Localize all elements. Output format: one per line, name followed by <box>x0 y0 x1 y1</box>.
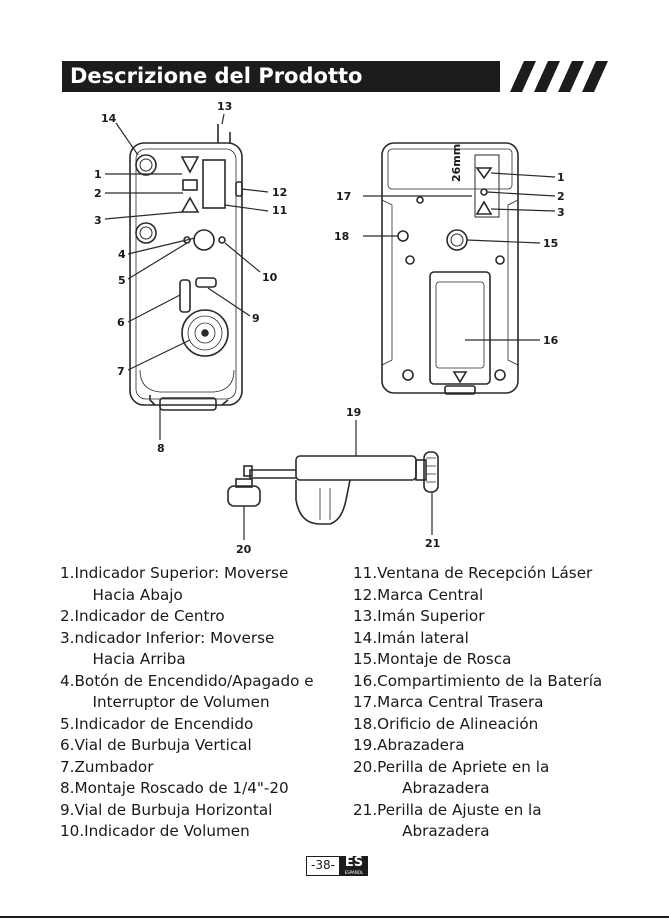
diagram-label-front-10: 10 <box>262 271 278 284</box>
diagram-label-front-2: 2 <box>94 187 102 200</box>
diagram-label-front-1: 1 <box>94 168 102 181</box>
diagram-labels: 1 2 3 4 5 6 7 8 9 10 11 12 13 14 1 2 3 1… <box>94 100 565 556</box>
diagram-label-front-9: 9 <box>252 312 260 325</box>
diagram-label-front-8: 8 <box>157 442 165 455</box>
back-measure-marking: 26mm <box>450 144 463 182</box>
diagram-label-back-1: 1 <box>557 171 565 184</box>
list-item: 10. Indicador de Volumen <box>60 822 250 840</box>
clamp-illustration <box>227 451 439 525</box>
list-item: 12. Marca Central <box>353 585 484 604</box>
diagram-label-back-17: 17 <box>336 190 351 203</box>
list-item: 2. Indicador de Centro <box>60 607 225 625</box>
diagram-label-front-6: 6 <box>117 316 125 329</box>
parts-list-right: 11. Ventana de Recepción Láser 12. Marca… <box>353 563 653 843</box>
list-item: 14. Imán lateral <box>353 628 469 647</box>
list-item: 7. Zumbador <box>60 757 154 776</box>
list-item: 11. Ventana de Recepción Láser <box>353 564 593 582</box>
front-view-illustration <box>129 124 243 411</box>
list-item: 18. Orificio de Alineación <box>353 714 539 733</box>
back-view-illustration <box>381 142 519 395</box>
list-item: 9. Vial de Burbuja Horizontal <box>60 800 273 819</box>
diagram-label-back-2: 2 <box>557 190 565 203</box>
diagram-label-front-11: 11 <box>272 204 287 217</box>
diagram-label-back-16: 16 <box>543 334 559 347</box>
diagram-label-clamp-19: 19 <box>346 406 361 419</box>
page-title: Descrizione del Prodotto <box>62 61 500 92</box>
diagram-label-front-4: 4 <box>118 248 126 261</box>
list-item: 8. Montaje Roscado de 1/4"-20 <box>60 779 289 797</box>
diagram-label-clamp-21: 21 <box>425 537 440 550</box>
list-item: 15. Montaje de Rosca <box>353 650 512 668</box>
list-item: 19. Abrazadera <box>353 736 465 754</box>
list-item: 5. Indicador de Encendido <box>60 714 254 733</box>
list-item: 17. Marca Central Trasera <box>353 693 544 711</box>
diagram-label-back-3: 3 <box>557 206 565 219</box>
diagram-label-front-5: 5 <box>118 274 126 287</box>
diagram-label-clamp-20: 20 <box>236 543 252 556</box>
diagram-label-front-3: 3 <box>94 214 102 227</box>
list-item: 16. Compartimiento de la Batería <box>353 671 603 690</box>
diagram-label-back-18: 18 <box>334 230 349 243</box>
diagram-label-front-13: 13 <box>217 100 232 113</box>
leader-lines <box>104 113 556 540</box>
diagram-label-back-15: 15 <box>543 237 558 250</box>
page-number: -38- <box>306 856 340 876</box>
list-item: 13. Imán Superior <box>353 607 485 625</box>
diagram-label-front-7: 7 <box>117 365 125 378</box>
product-diagram: 1 2 3 4 5 6 7 8 9 10 11 12 13 14 1 2 3 1… <box>94 100 565 556</box>
diagram-label-front-12: 12 <box>272 186 287 199</box>
list-item: 6. Vial de Burbuja Vertical <box>60 736 252 754</box>
bottom-divider <box>0 916 669 918</box>
title-stripes-decoration <box>510 61 608 92</box>
diagram-label-front-14: 14 <box>101 112 117 125</box>
